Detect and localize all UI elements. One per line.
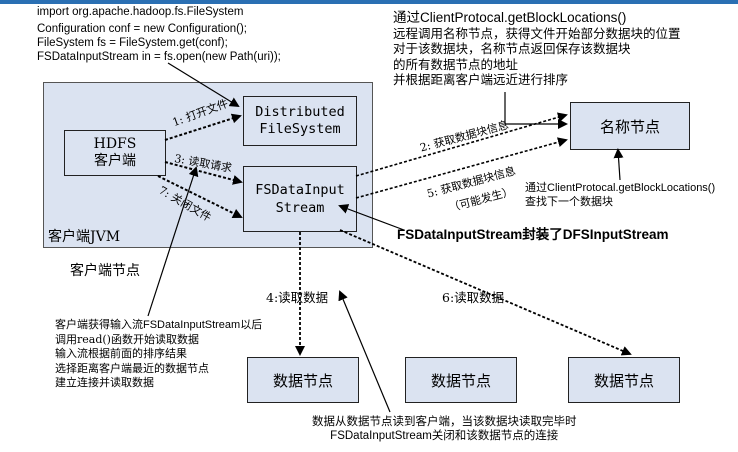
datanode-box-2: 数据节点	[405, 357, 517, 403]
note-mid-right-line-2: 查找下一个数据块	[525, 195, 613, 208]
arrow-mid-note-to-namenode	[613, 148, 624, 181]
note-bottom-line-1: 数据从数据节点读到客户端，当该数据块读取完毕时	[312, 414, 577, 428]
hdfs-client-box: HDFS 客户端	[64, 130, 166, 176]
note-fsdis-wraps: FSDataInputStream封装了DFSInputStream	[397, 227, 669, 242]
client-node-label: 客户端节点	[70, 263, 140, 279]
note-bottom-left: 客户端获得输入流FSDataInputStream以后 调用read()函数开始…	[55, 318, 262, 391]
hdfs-client-line-1: HDFS	[93, 136, 137, 152]
fsdis-line-1: FSDataInput	[255, 182, 345, 198]
datanode-box-3: 数据节点	[568, 357, 680, 403]
arrow-bottom-note	[338, 290, 391, 413]
hdfs-client-line-2: 客户端	[94, 153, 136, 169]
arrow-step1-open	[164, 113, 242, 141]
note-bottom-line-2: FSDataInputStream关闭和该数据节点的连接	[330, 430, 559, 442]
note-mid-right: 通过ClientProtocal.getBlockLocations() 查找下…	[525, 181, 715, 209]
note-top-right-line-2: 远程调用名称节点，获得文件开始部分数据块的位置	[393, 25, 681, 41]
arrow-step5-namenode	[355, 137, 568, 199]
arrow-left-note-to-client	[147, 166, 199, 317]
datanode-label-2: 数据节点	[430, 371, 491, 390]
note-mid-right-line-1: 通过ClientProtocal.getBlockLocations()	[525, 182, 716, 194]
note-bottom-left-line-4: 选择距离客户端最近的数据节点	[55, 361, 209, 375]
namenode-box: 名称节点	[570, 102, 690, 150]
arrow-step6-read	[339, 229, 632, 356]
label-step6: 6:读取数据	[442, 290, 505, 305]
datanode-box-1: 数据节点	[247, 357, 359, 403]
client-jvm-label: 客户端JVM	[48, 229, 121, 245]
arrow-step7-close	[157, 175, 243, 218]
distributed-fs-line-2: FileSystem	[259, 121, 341, 137]
code-line-3: FileSystem fs = FileSystem.get(conf);	[37, 37, 228, 49]
note-bottom-left-line-2: 调用read()函数开始读取数据	[55, 332, 199, 346]
arrow-step3-read	[164, 161, 243, 185]
arrow-wrap-note	[338, 204, 405, 231]
code-line-2: Configuration conf = new Configuration()…	[37, 23, 247, 35]
note-bottom-left-line-3: 输入流根据前面的排序结果	[55, 347, 187, 360]
top-accent-bar	[0, 0, 738, 4]
note-top-right-line-5: 并根据距离客户端远近进行排序	[393, 72, 569, 87]
namenode-label: 名称节点	[599, 117, 660, 136]
arrow-code-to-dfs	[167, 62, 240, 108]
note-bottom-left-line-1: 客户端获得输入流FSDataInputStream以后	[55, 319, 263, 331]
label-step4: 4:读取数据	[266, 290, 329, 305]
arrow-step2-namenode	[355, 112, 568, 177]
note-bottom: 数据从数据节点读到客户端，当该数据块读取完毕时 FSDataInputStrea…	[312, 414, 577, 444]
note-bottom-left-line-5: 建立连接并读取数据	[55, 376, 154, 389]
code-line-1: import org.apache.hadoop.fs.FileSystem	[37, 6, 244, 18]
note-top-right-line-1: 通过ClientProtocal.getBlockLocations()	[393, 10, 627, 25]
fsdis-line-2: Stream	[275, 200, 325, 216]
datanode-label-1: 数据节点	[272, 371, 333, 390]
note-top-right-line-3: 对于该数据块，名称节点返回保存该数据块	[393, 41, 631, 56]
datanode-label-3: 数据节点	[593, 371, 654, 390]
note-top-right: 通过ClientProtocal.getBlockLocations() 远程调…	[393, 10, 681, 88]
distributed-fs-line-1: Distributed	[255, 104, 345, 120]
fsdatainputstream-box: FSDataInput Stream	[243, 166, 357, 232]
distributed-filesystem-box: Distributed FileSystem	[243, 96, 357, 146]
code-line-4: FSDataInputStream in = fs.open(new Path(…	[37, 51, 281, 63]
note-top-right-line-4: 的所有数据节点的地址	[393, 56, 519, 72]
